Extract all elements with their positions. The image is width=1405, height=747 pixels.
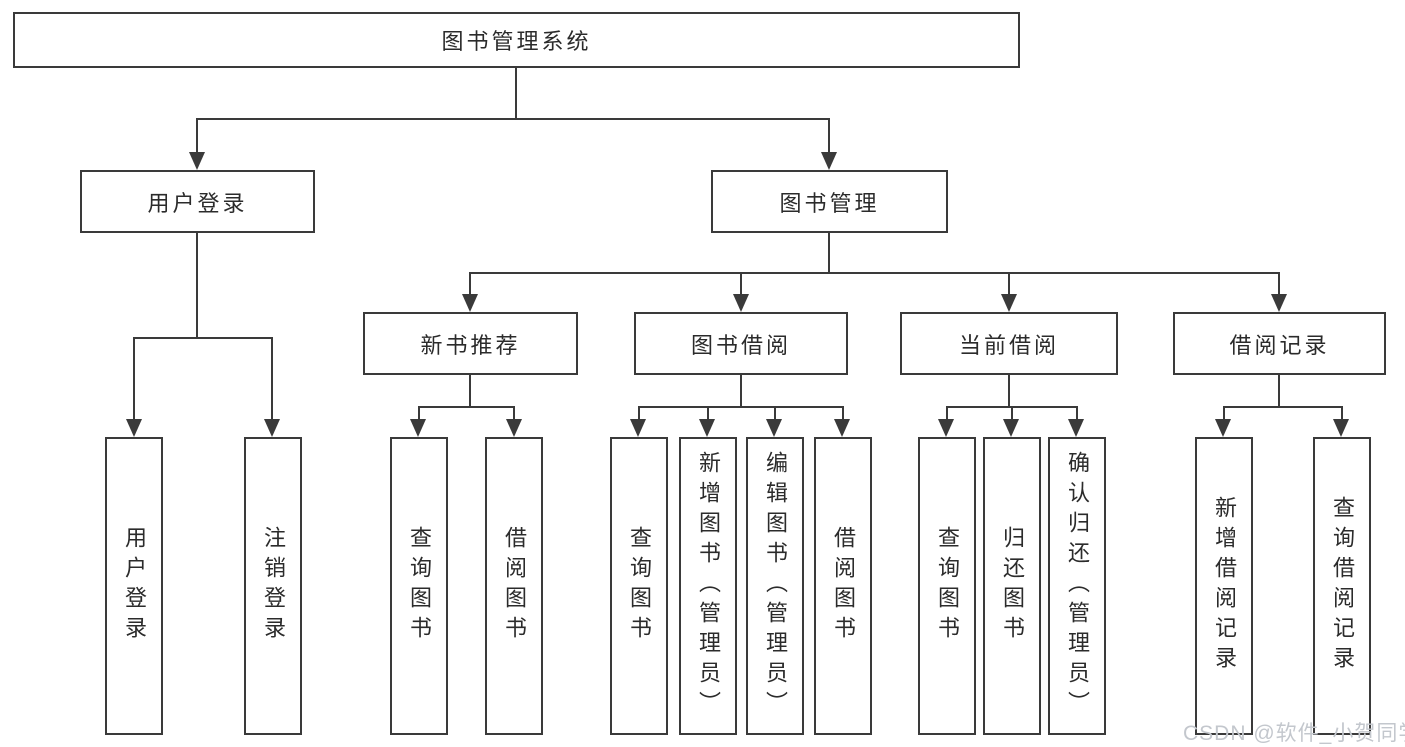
arrow-down-icon <box>1215 419 1231 437</box>
node-book-borrowing: 图书借阅 <box>634 312 848 375</box>
arrow-down-icon <box>699 419 715 437</box>
leaf-confirm-return-admin: 确认归还（管理员） <box>1048 437 1106 735</box>
node-borrowing-records: 借阅记录 <box>1173 312 1386 375</box>
connector-line <box>828 118 830 156</box>
connector-line <box>469 272 471 298</box>
connector-line <box>469 272 1280 274</box>
arrow-down-icon <box>1003 419 1019 437</box>
node-user-login: 用户登录 <box>80 170 315 233</box>
leaf-return-book: 归还图书 <box>983 437 1041 735</box>
connector-line <box>638 406 844 408</box>
arrow-down-icon <box>821 152 837 170</box>
arrow-down-icon <box>462 294 478 312</box>
connector-line <box>1223 406 1343 408</box>
node-new-book-recommend: 新书推荐 <box>363 312 578 375</box>
node-current-borrowing: 当前借阅 <box>900 312 1118 375</box>
arrow-down-icon <box>506 419 522 437</box>
connector-line <box>1008 375 1010 406</box>
arrow-down-icon <box>733 294 749 312</box>
connector-line <box>1011 406 1013 424</box>
leaf-query-borrow-record: 查询借阅记录 <box>1313 437 1371 735</box>
connector-line <box>946 406 948 424</box>
arrow-down-icon <box>126 419 142 437</box>
leaf-borrow-books-borrowing: 借阅图书 <box>814 437 872 735</box>
connector-line <box>418 406 515 408</box>
arrow-down-icon <box>630 419 646 437</box>
connector-line <box>513 406 515 424</box>
arrow-down-icon <box>189 152 205 170</box>
node-root: 图书管理系统 <box>13 12 1020 68</box>
connector-line <box>842 406 844 424</box>
arrow-down-icon <box>1001 294 1017 312</box>
leaf-logout: 注销登录 <box>244 437 302 735</box>
leaf-user-login: 用户登录 <box>105 437 163 735</box>
connector-line <box>740 272 742 298</box>
connector-line <box>196 118 198 156</box>
connector-line <box>1278 375 1280 406</box>
arrow-down-icon <box>264 419 280 437</box>
connector-line <box>828 233 830 272</box>
leaf-borrow-books-recommend: 借阅图书 <box>485 437 543 735</box>
connector-line <box>774 406 776 424</box>
connector-line <box>1008 272 1010 298</box>
arrow-down-icon <box>410 419 426 437</box>
connector-line <box>1278 272 1280 298</box>
connector-line <box>638 406 640 424</box>
connector-line <box>133 337 273 339</box>
leaf-add-book-admin: 新增图书（管理员） <box>679 437 737 735</box>
leaf-query-books-recommend: 查询图书 <box>390 437 448 735</box>
arrow-down-icon <box>766 419 782 437</box>
leaf-edit-book-admin: 编辑图书（管理员） <box>746 437 804 735</box>
connector-line <box>133 337 135 423</box>
arrow-down-icon <box>1271 294 1287 312</box>
connector-line <box>196 118 830 120</box>
arrow-down-icon <box>834 419 850 437</box>
leaf-query-books-current: 查询图书 <box>918 437 976 735</box>
connector-line <box>1076 406 1078 424</box>
connector-line <box>271 337 273 423</box>
connector-line <box>740 375 742 406</box>
arrow-down-icon <box>938 419 954 437</box>
connector-line <box>1223 406 1225 424</box>
connector-line <box>196 233 198 337</box>
leaf-add-borrow-record: 新增借阅记录 <box>1195 437 1253 735</box>
connector-line <box>469 375 471 406</box>
connector-line <box>707 406 709 424</box>
watermark: CSDN @软件_小贺同学 <box>1183 722 1405 745</box>
connector-line <box>418 406 420 424</box>
connector-line <box>1341 406 1343 424</box>
connector-line <box>515 68 517 118</box>
leaf-query-books-borrowing: 查询图书 <box>610 437 668 735</box>
node-book-management: 图书管理 <box>711 170 948 233</box>
arrow-down-icon <box>1068 419 1084 437</box>
arrow-down-icon <box>1333 419 1349 437</box>
